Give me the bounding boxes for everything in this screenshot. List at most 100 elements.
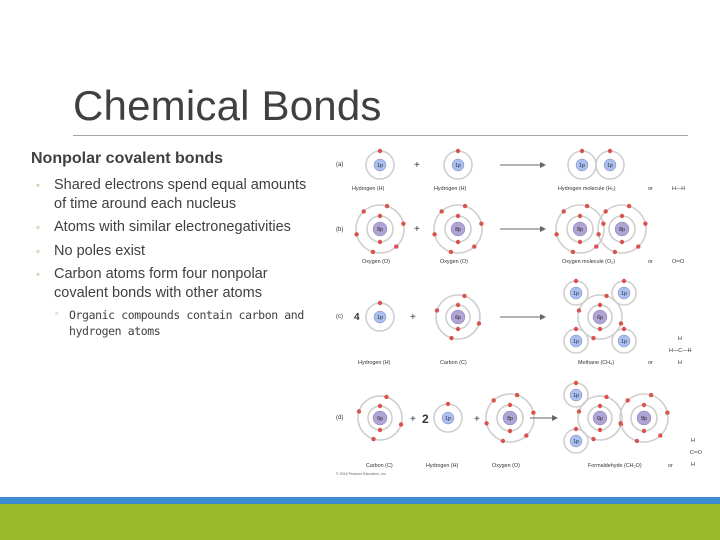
coefficient-d: 2 (422, 412, 429, 426)
electron-dot (401, 221, 406, 226)
nucleus-label: 1p (621, 339, 627, 345)
electron-shell (619, 393, 669, 443)
methane-structural-formula: H H—C—H H (669, 336, 692, 366)
electron-dot (354, 232, 359, 237)
nucleus-label: 6p (455, 315, 461, 321)
nucleus-label: 8p (577, 227, 583, 233)
electron-dot (531, 410, 536, 415)
nucleus-label: 1p (377, 163, 383, 169)
caption-b-left: Oxygen (O) (362, 259, 390, 265)
electron-dot (356, 409, 362, 414)
section-heading: Nonpolar covalent bonds (31, 150, 224, 167)
bullet-list: ◦ Shared electrons spend equal amounts o… (31, 176, 321, 339)
electron-dot (573, 326, 579, 332)
nucleus-icon (569, 434, 583, 448)
electron-dot (371, 436, 376, 442)
electron-shell (435, 294, 481, 340)
nucleus-icon (614, 221, 630, 237)
electron-dot (377, 148, 383, 154)
electron-dot (594, 244, 599, 249)
bullet-item: ◦ Atoms with similar electronegativities (31, 218, 321, 237)
electron-shell (433, 204, 483, 254)
electron-dot (625, 398, 630, 403)
electron-dot (619, 239, 625, 245)
captions: Hydrogen (H) Hydrogen (H) Hydrogen molec… (352, 186, 685, 469)
nucleus-label: 1p (579, 163, 585, 169)
electron-shell (555, 204, 605, 254)
nucleus-label: 8p (619, 227, 625, 233)
electron-dot (434, 308, 440, 313)
electron-shell (597, 204, 647, 254)
electron-dot (604, 293, 609, 299)
electron-dot (455, 148, 461, 154)
bullet-icon: ◦ (36, 268, 40, 281)
electron-dot (648, 392, 654, 398)
nucleus-icon (373, 310, 387, 324)
caption-c-left: Hydrogen (H) (358, 360, 391, 366)
row-label-d: (d) (336, 415, 343, 421)
electron-dot (377, 403, 383, 409)
row-label-a: (a) (336, 162, 343, 168)
nucleus-label: 1p (377, 315, 383, 321)
arrow-b-head (540, 226, 546, 232)
caption-d-left: Carbon (C) (366, 463, 393, 469)
nucleus-icon (569, 334, 583, 348)
electron-dot (370, 249, 376, 255)
electron-dot (398, 422, 404, 427)
electron-dot (462, 293, 467, 299)
bullet-text: No poles exist (54, 242, 146, 259)
nucleus-label: 1p (573, 393, 579, 399)
caption-d-mid2: Oxygen (O) (492, 463, 520, 469)
nucleus-label: 1p (445, 416, 451, 422)
electron-dot (439, 209, 444, 214)
caption-d-mid1: Hydrogen (H) (426, 463, 459, 469)
electron-dot (491, 398, 496, 403)
electron-dot (576, 409, 582, 414)
electron-dot (607, 148, 613, 154)
electron-dot (579, 148, 585, 154)
nucleus-icon (617, 334, 631, 348)
electron-shell (357, 395, 403, 441)
electron-dot (603, 209, 608, 214)
electron-dot (612, 249, 618, 255)
methane-middle: H—C—H (669, 348, 692, 354)
caption-a-left: Hydrogen (H) (352, 186, 385, 192)
electron-dot (584, 203, 590, 209)
caption-a-mid: Hydrogen (H) (434, 186, 467, 192)
electron-dot (597, 427, 603, 433)
reaction-arrows (500, 162, 558, 421)
nucleus-label: 8p (507, 416, 513, 422)
electron-dot (507, 402, 513, 408)
electron-dot (576, 308, 582, 313)
nucleus-icon (502, 410, 518, 426)
bullet-item: ◦ No poles exist (31, 242, 321, 261)
plus-a: + (414, 160, 420, 171)
formula-b: O═O (672, 259, 684, 265)
formaldehyde-structural-formula: H C═O H (690, 438, 702, 468)
electron-dot (570, 249, 576, 255)
bullet-item: ◦ Carbon atoms form four nonpolar covale… (31, 265, 321, 339)
arrow-a-head (540, 162, 546, 168)
electron-dot (455, 213, 461, 219)
nucleus-icon (617, 286, 631, 300)
electron-dot (476, 321, 482, 326)
footer-accent-bar (0, 497, 720, 504)
or-b: or (648, 259, 653, 265)
title-divider (73, 135, 688, 136)
slide-title: Chemical Bonds (73, 82, 382, 129)
electron-dot (455, 239, 461, 245)
nucleus-icon (569, 286, 583, 300)
nucleus-icon (592, 309, 608, 325)
electron-dot (643, 221, 648, 226)
electron-dot (377, 213, 383, 219)
nucleus-label: 1p (573, 439, 579, 445)
row-label-b: (b) (336, 227, 343, 233)
electron-dot (455, 302, 461, 308)
electron-dot (636, 244, 641, 249)
electron-dot (601, 221, 606, 226)
electron-dot (658, 433, 663, 438)
nucleus-icon (450, 221, 466, 237)
electron-dot (577, 213, 583, 219)
nucleus-icon (572, 221, 588, 237)
